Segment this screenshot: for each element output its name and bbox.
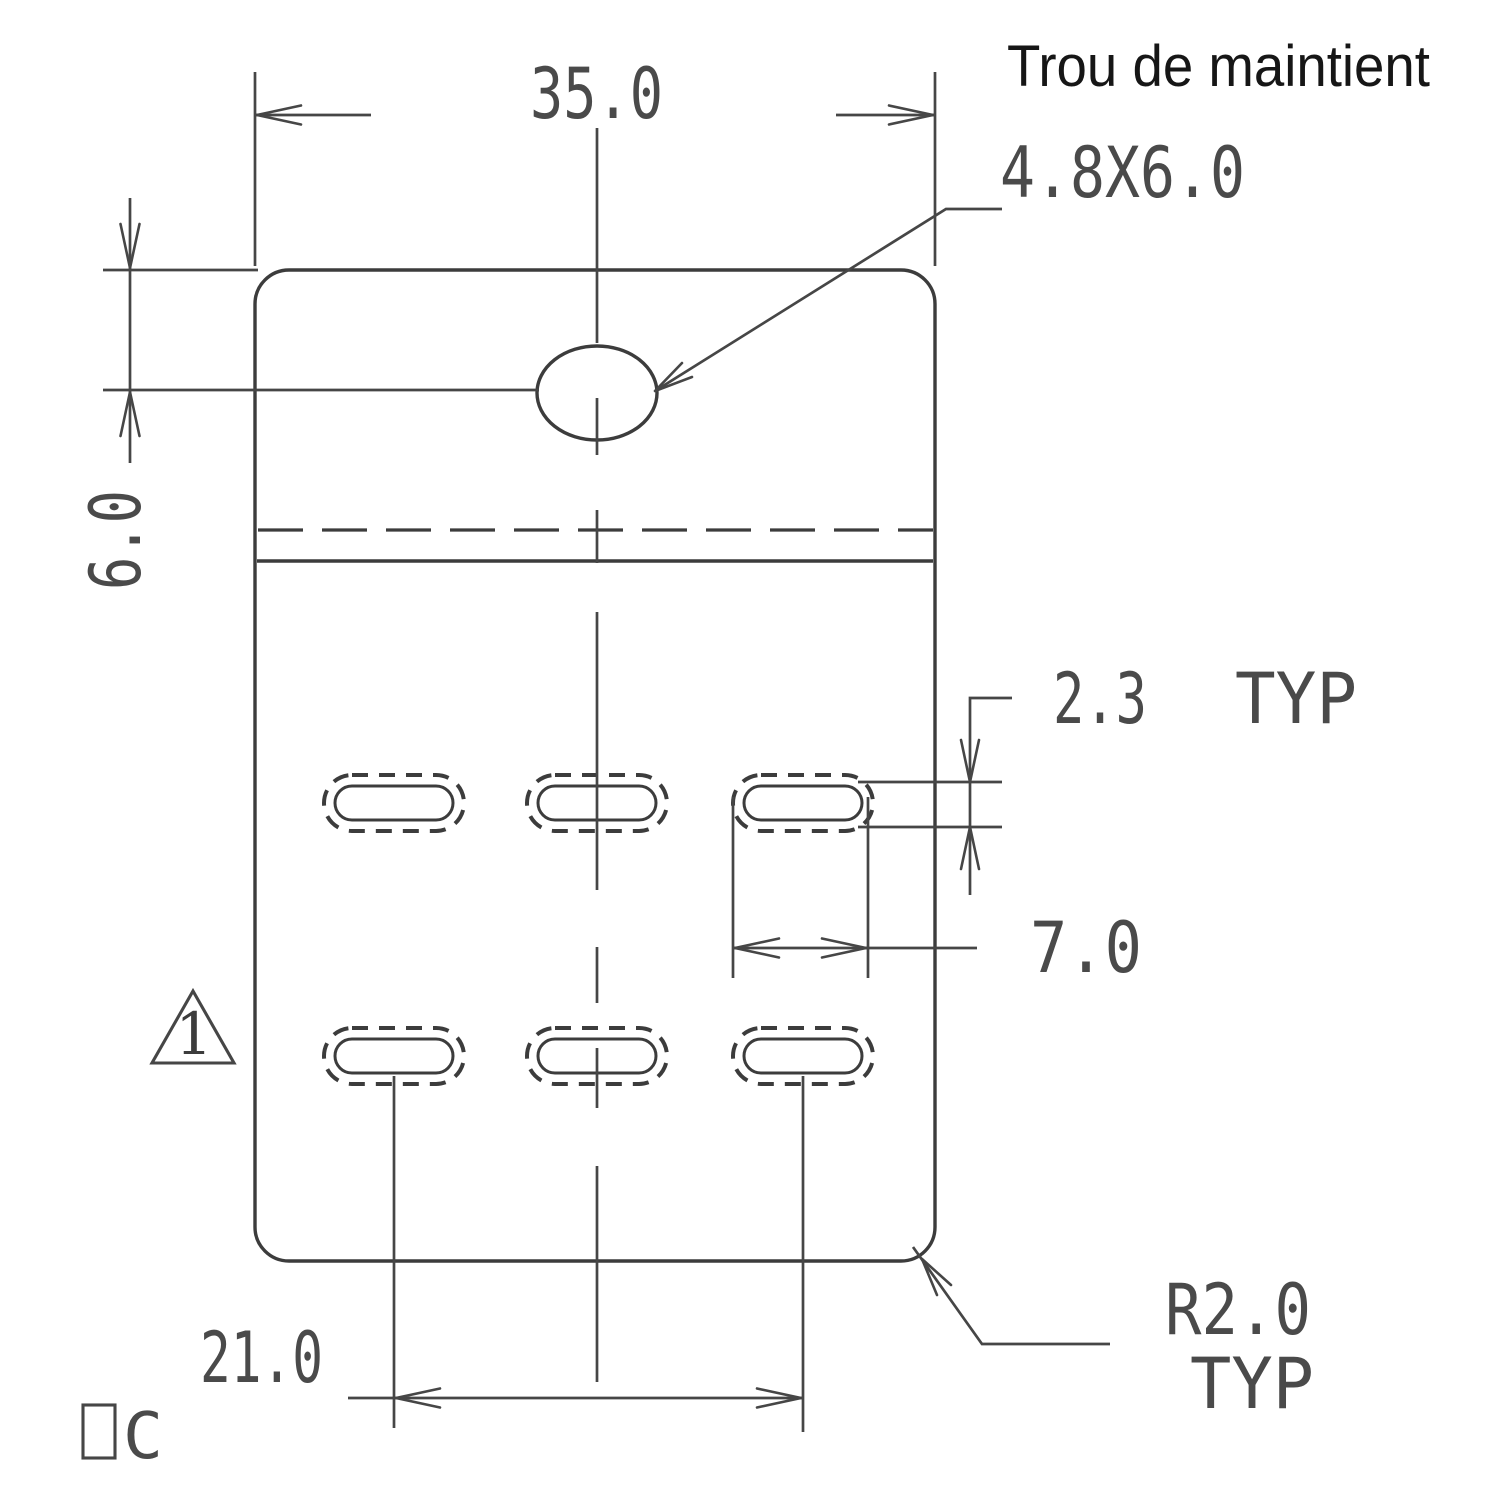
extension-lines-21 — [392, 1076, 805, 1432]
arrow-diagonal-icon — [920, 1257, 953, 1297]
dimension-overall-width: 35.0 — [253, 53, 937, 266]
dimension-slot-width: 2.3 TYP — [858, 658, 1357, 895]
corner-radius-callout: R2.0 TYP — [911, 1246, 1314, 1425]
dim-text-corner-radius-typ: TYP — [1190, 1343, 1314, 1425]
hole-title: Trou de maintient — [1007, 34, 1430, 99]
square-glyph-icon — [81, 1403, 117, 1460]
arrow-left-icon — [394, 1387, 442, 1409]
dimension-slot-length: 7.0 — [731, 797, 1142, 989]
arrow-diagonal-icon — [653, 361, 694, 393]
arrow-up-icon — [959, 825, 981, 871]
dimension-hole-offset: 6.0 — [75, 198, 539, 590]
arrow-right-icon — [820, 937, 868, 959]
pin-slot-dashed-r1c1 — [322, 773, 466, 833]
pin-slot-dashed-r1c3 — [731, 773, 875, 833]
dim-text-hole-offset: 6.0 — [75, 490, 157, 590]
arrow-right-icon — [755, 1387, 803, 1409]
dim-text-slot-length: 7.0 — [1030, 907, 1142, 989]
arrow-down-icon — [959, 738, 981, 784]
dim-text-overall-width: 35.0 — [530, 53, 663, 135]
revision-flag: 1 — [149, 987, 237, 1068]
pin-slot-dashed-r2c1 — [322, 1026, 466, 1086]
arrow-left-icon — [255, 104, 303, 126]
pin-slot-r2c1 — [333, 1037, 455, 1075]
dimension-pin-span: 21.0 — [200, 1076, 805, 1432]
triangle-icon — [149, 987, 237, 1065]
arrow-down-icon — [119, 222, 141, 270]
hole-callout: 4.8X6.0 Trou de maintient — [653, 34, 1430, 393]
extension-lines-23 — [858, 780, 1002, 829]
pin-slot-r1c3 — [742, 784, 864, 822]
relay-plate — [253, 268, 937, 1263]
leader-line-radius — [911, 1246, 1110, 1346]
dim-text-pin-span: 21.0 — [200, 1317, 323, 1399]
arrow-left-icon — [733, 937, 781, 959]
leader-line-hole — [654, 207, 1002, 393]
pin-slot-r1c1 — [333, 784, 455, 822]
arrow-right-icon — [887, 104, 935, 126]
plate-outline — [253, 268, 937, 1263]
dim-text-corner-radius: R2.0 — [1165, 1269, 1311, 1351]
corner-mark-letter: C — [123, 1400, 163, 1474]
pin-slot-dashed-r2c3 — [731, 1026, 875, 1086]
arrow-up-icon — [119, 390, 141, 438]
pin-slots — [322, 773, 875, 1086]
pin-slot-dashed-r2c2 — [525, 1026, 669, 1086]
dim-text-hole-size: 4.8X6.0 — [1000, 132, 1245, 214]
dim-text-slot-width-typ: TYP — [1235, 658, 1357, 740]
corner-mark: C — [81, 1400, 163, 1474]
pin-slot-r2c3 — [742, 1037, 864, 1075]
dim-text-slot-width: 2.3 — [1053, 658, 1147, 740]
extension-lines-6 — [103, 268, 539, 392]
extension-lines-35 — [253, 72, 937, 266]
revision-flag-number: 1 — [176, 1000, 213, 1068]
dimension-line-23 — [968, 696, 1012, 895]
